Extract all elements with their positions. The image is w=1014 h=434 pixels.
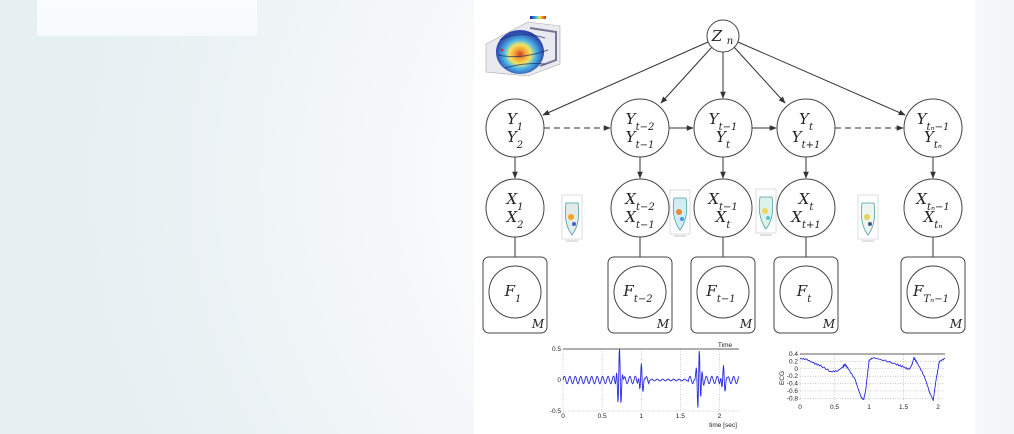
plate-label: M — [531, 317, 545, 331]
node-y-1: Yt−2Yt−1 — [610, 98, 670, 158]
heart-thumbnail-4 — [857, 194, 879, 242]
node-f-1 — [613, 265, 667, 319]
y-tick-label: -0.2 — [787, 373, 799, 380]
node-x-label-top: Xt−2 — [624, 190, 654, 213]
x-tick-label: 2 — [718, 413, 722, 420]
y-tick-label: 0.2 — [789, 358, 798, 365]
x-tick-label: 1.5 — [899, 404, 908, 411]
background-panel — [37, 0, 257, 36]
y-tick-label: -0.8 — [787, 395, 799, 402]
series-line — [799, 356, 946, 402]
y-tick-label: 0.5 — [552, 346, 561, 353]
y-tick-label: 0 — [557, 377, 561, 384]
y-tick-label: 0 — [794, 366, 798, 373]
node-x-label-top: X1 — [505, 190, 523, 213]
heart-mesh-3d-thumbnail — [485, 16, 561, 77]
node-y-label-top: Yt−2 — [626, 110, 655, 133]
heart-thumbnail-1 — [561, 194, 583, 242]
node-x-label-top: Xtₙ−1 — [915, 190, 950, 213]
plate-label: M — [822, 317, 836, 331]
node-f-0 — [488, 265, 542, 319]
y-axis-label: ECG — [779, 371, 786, 385]
node-y-label-bottom: Y2 — [507, 128, 523, 151]
node-x-label-bottom: Xtₙ — [923, 208, 943, 231]
node-x-label-bottom: X2 — [505, 208, 523, 231]
svg-text:Z: Z — [711, 27, 723, 45]
node-x-label-bottom: Xt+1 — [790, 208, 820, 231]
node-x-label-top: Xt−1 — [707, 190, 737, 213]
node-x-label-top: Xt — [798, 190, 815, 213]
x-tick-label: 0 — [798, 404, 802, 411]
heart-thumbnail-2 — [669, 189, 691, 237]
plate-3: FtM — [773, 256, 839, 334]
node-x-label-bottom: Xt — [715, 208, 732, 231]
plate-label: M — [949, 317, 963, 331]
x-tick-label: 1 — [867, 404, 871, 411]
node-f-label: Ft−1 — [705, 282, 735, 305]
x-tick-label: 0.5 — [830, 404, 839, 411]
node-z-n: Z n — [706, 19, 740, 53]
node-y-label-bottom: Ytₙ — [924, 128, 942, 151]
plate-2: Ft−1M — [690, 256, 756, 334]
x-tick-label: 2 — [936, 404, 940, 411]
node-x-2: Xt−1Xt — [693, 178, 753, 238]
node-f-3 — [779, 265, 833, 319]
node-y-2: Yt−1Yt — [693, 98, 753, 158]
node-x-1: Xt−2Xt−1 — [610, 178, 670, 238]
plate-label: M — [656, 317, 670, 331]
node-y-label-top: Ytₙ−1 — [917, 110, 950, 133]
svg-text:n: n — [727, 36, 733, 47]
node-x-label-bottom: Xt−1 — [624, 208, 654, 231]
node-y-label-top: Y1 — [507, 110, 523, 133]
x-tick-label: 1.5 — [676, 413, 685, 420]
node-f-4 — [906, 265, 960, 319]
x-tick-label: 0 — [561, 413, 565, 420]
node-y-label-bottom: Yt−1 — [626, 128, 655, 151]
node-f-label: F1 — [504, 282, 522, 305]
y-tick-label: 0.4 — [789, 351, 798, 358]
colorbar — [530, 16, 546, 19]
node-f-label: Ft — [796, 282, 812, 305]
node-f-label: Ft−2 — [622, 282, 652, 305]
node-y-label-top: Yt — [799, 110, 814, 133]
series-line — [562, 348, 740, 408]
node-f-2 — [696, 265, 750, 319]
node-y-label-bottom: Yt — [716, 128, 731, 151]
node-y-label-top: Yt−1 — [709, 110, 738, 133]
plate-1: Ft−2M — [607, 256, 673, 334]
chart-title: Time — [718, 342, 733, 349]
x-axis-label: time [sec] — [709, 422, 737, 429]
y-tick-label: -0.6 — [787, 388, 799, 395]
edges-root — [542, 41, 906, 116]
plate-label: M — [739, 317, 753, 331]
y-tick-label: -0.5 — [550, 408, 562, 415]
plate-0: F1M — [482, 256, 548, 334]
plate-4: FTₙ−1M — [900, 256, 966, 334]
x-tick-label: 0.5 — [598, 413, 607, 420]
x-tick-label: 1 — [639, 413, 643, 420]
y-tick-label: -0.4 — [787, 381, 799, 388]
node-y-label-bottom: Yt+1 — [792, 128, 821, 151]
background-strip — [975, 0, 1014, 434]
heart-thumbnail-3 — [755, 188, 777, 236]
node-f-label: FTₙ−1 — [912, 282, 949, 305]
